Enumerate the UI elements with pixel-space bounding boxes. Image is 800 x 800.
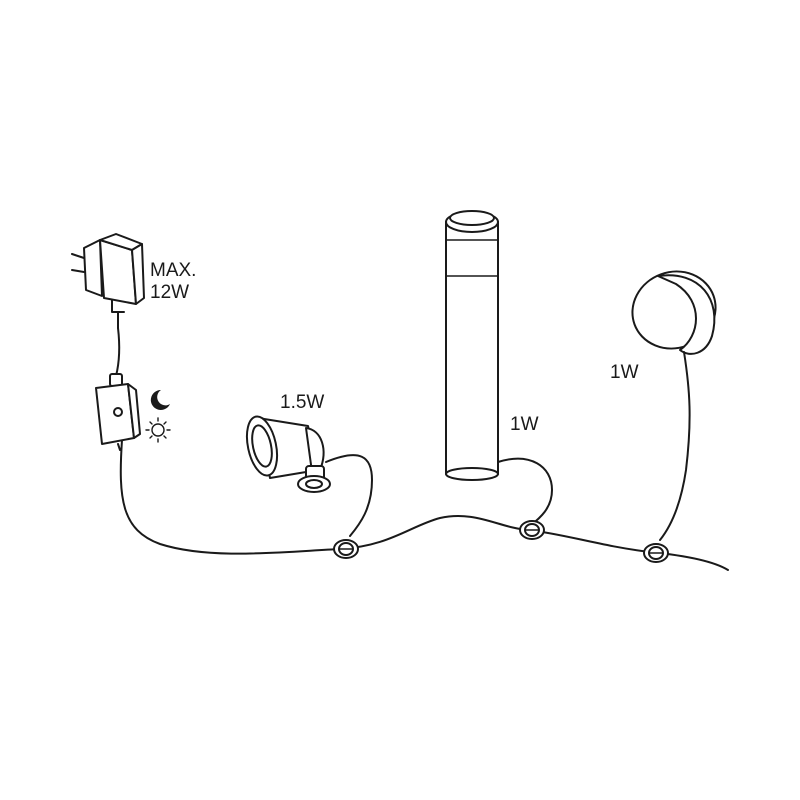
plug-transformer [71, 233, 145, 329]
cable-connector [519, 520, 545, 540]
spotlight-fixture [245, 415, 331, 493]
cable-connector [333, 539, 359, 559]
bollard-lead [497, 457, 553, 527]
wall-light-power-label: 1W [610, 362, 639, 383]
transformer-power-label: 12W [150, 282, 189, 303]
cable-connector [643, 543, 669, 563]
moon-icon [150, 389, 170, 410]
wall-light-stem [659, 351, 691, 541]
bollard-power-label: 1W [510, 414, 539, 435]
main-cable [119, 439, 729, 571]
sun-icon [145, 417, 171, 443]
light-sensor-box [95, 373, 141, 451]
spotlight-lead [325, 454, 373, 537]
transformer-max-label: MAX. [150, 260, 196, 281]
transformer-cable [115, 327, 121, 377]
bollard-fixture [445, 210, 499, 481]
spotlight-power-label: 1.5W [280, 392, 324, 413]
wall-light-fixture [631, 270, 717, 355]
